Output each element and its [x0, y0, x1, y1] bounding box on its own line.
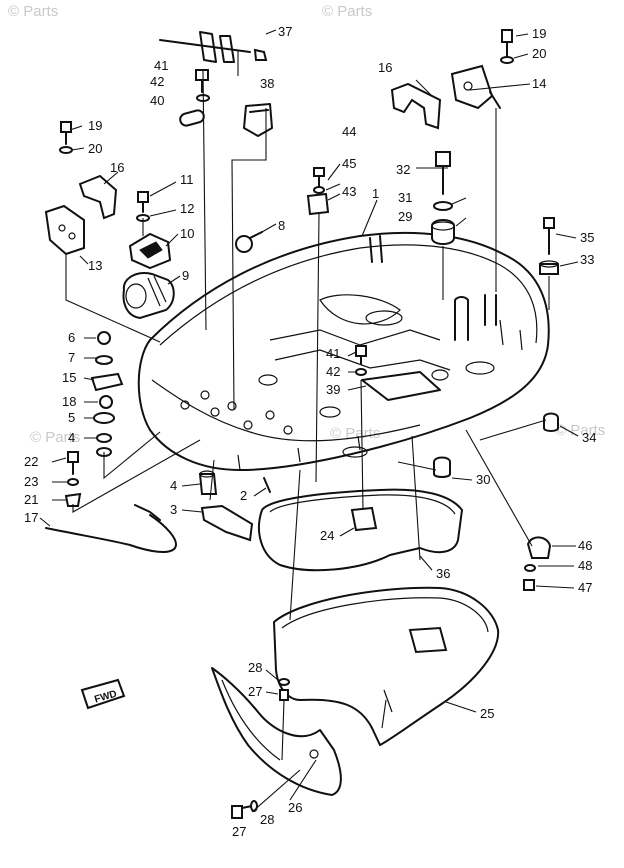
- callout-14: 14: [532, 76, 546, 91]
- watermark-center: © Parts: [330, 425, 380, 442]
- right-lower-fasteners: [523, 536, 552, 591]
- callout-35: 35: [580, 230, 594, 245]
- callout-25: 25: [480, 706, 494, 721]
- mount-bolt-assembly: [431, 151, 455, 245]
- callout-10: 10: [180, 226, 194, 241]
- watermarks: © Parts © Parts © Parts © Parts © Parts: [8, 3, 605, 446]
- cowling-seal: [258, 488, 463, 572]
- panel-fasteners: [231, 678, 290, 819]
- rectifier-assembly: [122, 191, 175, 320]
- callout-30: 30: [476, 472, 490, 487]
- callout-34: 34: [582, 430, 596, 445]
- callout-27-lower: 27: [232, 824, 246, 839]
- callout-48: 48: [578, 558, 592, 573]
- callout-44: 44: [342, 124, 356, 139]
- upper-center-fasteners: [306, 167, 330, 216]
- right-bracket-assembly: [390, 29, 514, 130]
- callout-13: 13: [88, 258, 102, 273]
- callout-7: 7: [68, 350, 75, 365]
- callout-20-left: 20: [88, 141, 102, 156]
- callout-5: 5: [68, 410, 75, 425]
- left-linkage-parts: [90, 331, 124, 457]
- bottom-cowling: [137, 231, 550, 471]
- watermark-top-right: © Parts: [322, 3, 372, 20]
- callout-12: 12: [180, 201, 194, 216]
- watermark-mid-right: © Parts: [555, 422, 605, 439]
- callout-17: 17: [24, 510, 38, 525]
- callout-43: 43: [342, 184, 356, 199]
- callout-37: 37: [278, 24, 292, 39]
- callout-32: 32: [396, 162, 410, 177]
- watermark-top-left: © Parts: [8, 3, 58, 20]
- callout-11: 11: [180, 172, 194, 187]
- callout-15: 15: [62, 370, 76, 385]
- callout-28-upper: 28: [248, 660, 262, 675]
- callout-45: 45: [342, 156, 356, 171]
- right-grommets: [433, 412, 559, 478]
- callout-9: 9: [182, 268, 189, 283]
- callout-numbers: 37 41 42 40 38 16 19 20 14 19 20 44 45 4…: [24, 24, 596, 839]
- callout-19-left: 19: [88, 118, 102, 133]
- right-bolt-assembly: [539, 217, 559, 275]
- callout-6: 6: [68, 330, 75, 345]
- callout-19-right: 19: [532, 26, 546, 41]
- callout-26: 26: [288, 800, 302, 815]
- callout-36: 36: [436, 566, 450, 581]
- lower-left-cable-parts: [45, 451, 177, 553]
- callout-20-right: 20: [532, 46, 546, 61]
- callout-28-lower: 28: [260, 812, 274, 827]
- left-bracket-assembly: [44, 121, 118, 256]
- callout-4-left: 4: [68, 430, 75, 445]
- part-8-fitting: [235, 231, 263, 253]
- callout-39: 39: [326, 382, 340, 397]
- callout-16-right: 16: [378, 60, 392, 75]
- callout-16-left: 16: [110, 160, 124, 175]
- callout-41-center: 41: [326, 346, 340, 361]
- callout-21: 21: [24, 492, 38, 507]
- callout-27-upper: 27: [248, 684, 262, 699]
- callout-38: 38: [260, 76, 274, 91]
- center-fasteners: [355, 345, 441, 401]
- callout-2: 2: [240, 488, 247, 503]
- callout-42-center: 42: [326, 364, 340, 379]
- callout-8: 8: [278, 218, 285, 233]
- callout-4-lower: 4: [170, 478, 177, 493]
- callout-33: 33: [580, 252, 594, 267]
- watermark-mid-left: © Parts: [30, 429, 80, 446]
- callout-42: 42: [150, 74, 164, 89]
- callout-3: 3: [170, 502, 177, 517]
- callout-23: 23: [24, 474, 38, 489]
- callout-31: 31: [398, 190, 412, 205]
- cowling-holes: [180, 390, 293, 435]
- callout-47: 47: [578, 580, 592, 595]
- callout-46: 46: [578, 538, 592, 553]
- fwd-arrow-icon: FWD: [80, 678, 126, 710]
- callout-29: 29: [398, 209, 412, 224]
- leader-lines: [39, 29, 579, 813]
- callout-22: 22: [24, 454, 38, 469]
- callout-18: 18: [62, 394, 76, 409]
- callout-41: 41: [154, 58, 168, 73]
- lower-linkage-parts: [198, 470, 271, 542]
- side-panel-26: [211, 667, 342, 796]
- throttle-bracket-assembly: [159, 31, 273, 137]
- callout-1: 1: [372, 186, 379, 201]
- lower-cover-25: [273, 586, 500, 746]
- callout-40: 40: [150, 93, 164, 108]
- callout-24: 24: [320, 528, 334, 543]
